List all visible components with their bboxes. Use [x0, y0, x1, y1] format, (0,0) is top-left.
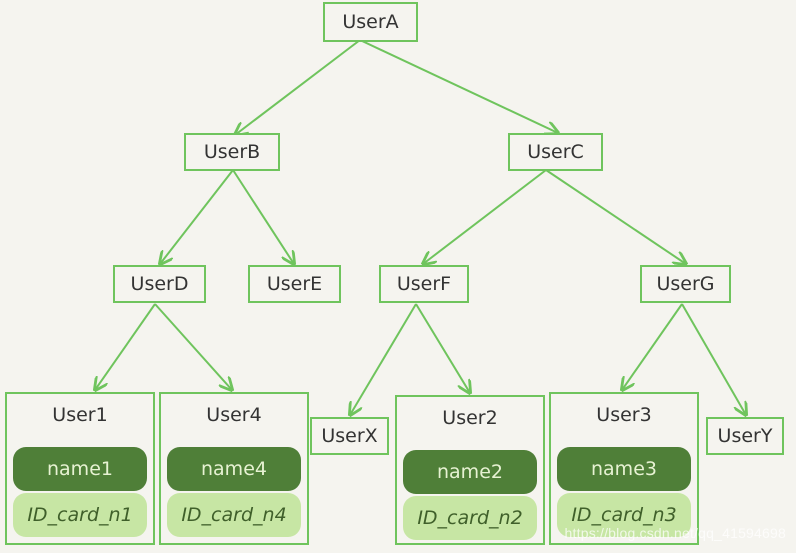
edge-a-b: [235, 39, 361, 135]
edge-a-c: [359, 39, 558, 133]
leaf-card-title: User4: [206, 404, 262, 426]
leaf-card-user4: User4 name4 ID_card_n4: [159, 392, 309, 545]
id-card-field: ID_card_n4: [167, 493, 301, 537]
edge-d-user4: [154, 303, 232, 390]
node-user-b: UserB: [184, 133, 280, 171]
leaf-card-user3: User3 name3 ID_card_n3: [549, 392, 699, 545]
edge-b-d: [160, 169, 234, 264]
node-user-a: UserA: [323, 2, 418, 42]
name-field: name3: [557, 447, 691, 491]
edge-f-user2: [415, 303, 470, 393]
edge-d-user1: [95, 303, 156, 390]
watermark: https://blog.csdn.net/qq_41594698: [564, 525, 786, 541]
edge-g-y: [681, 303, 746, 415]
node-user-d: UserD: [113, 265, 206, 303]
node-user-b-label: UserB: [203, 141, 261, 163]
node-user-c-label: UserC: [527, 141, 584, 163]
leaf-card-title: User1: [52, 404, 108, 426]
node-user-g: UserG: [640, 265, 731, 303]
name-field: name4: [167, 447, 301, 491]
id-card-field: ID_card_n3: [557, 493, 691, 537]
leaf-card-title: User3: [596, 404, 652, 426]
node-user-d-label: UserD: [130, 273, 189, 295]
leaf-card-user2: User2 name2 ID_card_n2: [395, 395, 545, 545]
edge-c-g: [545, 169, 686, 264]
edge-b-e: [232, 169, 294, 264]
node-user-x-label: UserX: [321, 425, 378, 447]
node-user-c: UserC: [508, 133, 603, 171]
node-user-f-label: UserF: [396, 273, 452, 295]
node-user-a-label: UserA: [342, 11, 399, 33]
node-user-g-label: UserG: [656, 273, 715, 295]
edge-c-f: [423, 169, 547, 264]
name-field: name2: [403, 450, 537, 494]
id-card-field: ID_card_n2: [403, 496, 537, 540]
id-card-field: ID_card_n1: [13, 493, 147, 537]
node-user-y-label: UserY: [717, 425, 773, 447]
edge-g-user3: [622, 303, 683, 390]
leaf-card-user1: User1 name1 ID_card_n1: [5, 392, 155, 545]
node-user-x: UserX: [310, 417, 389, 455]
edge-f-x: [350, 303, 417, 415]
leaf-card-title: User2: [442, 407, 498, 429]
node-user-y: UserY: [706, 417, 784, 455]
node-user-e: UserE: [248, 265, 341, 303]
node-user-f: UserF: [379, 265, 469, 303]
name-field: name1: [13, 447, 147, 491]
node-user-e-label: UserE: [266, 273, 323, 295]
